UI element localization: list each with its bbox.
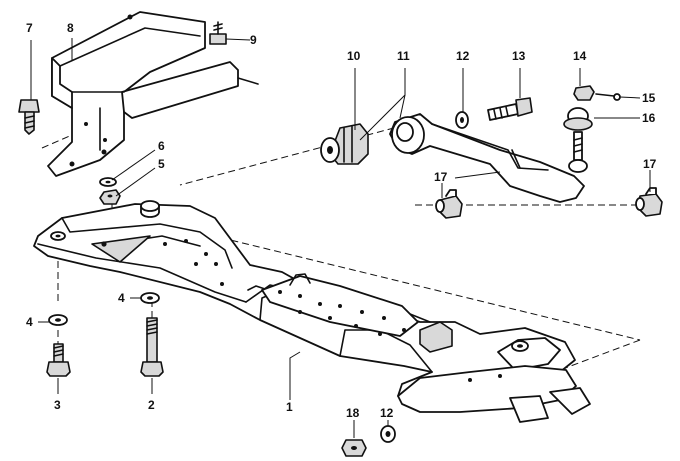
- callout-17-left: 17: [434, 170, 448, 184]
- mount-part-17-left: [435, 189, 463, 219]
- mount-part-17-right: [635, 187, 663, 217]
- callout-labels: 1 2 3 4 4 5 6 7 8 9 10 11 12 12 13 14 15…: [26, 21, 657, 420]
- callout-15: 15: [642, 91, 656, 105]
- bolt-part-13: [487, 97, 533, 121]
- callout-17-right: 17: [643, 157, 657, 171]
- callout-18: 18: [346, 406, 360, 420]
- nut-part-18: [341, 439, 367, 457]
- callout-2: 2: [148, 398, 155, 412]
- bolt-part-3: [46, 343, 71, 377]
- bolt-part-7: [18, 99, 40, 135]
- callout-5: 5: [158, 157, 165, 171]
- washer-part-4-right: [140, 292, 160, 304]
- callout-10: 10: [347, 49, 361, 63]
- callout-12-top: 12: [456, 49, 470, 63]
- bushing-part-10: [320, 123, 369, 165]
- callout-6: 6: [158, 139, 165, 153]
- axle-carrier-part-1: [33, 200, 591, 423]
- callout-7: 7: [26, 21, 33, 35]
- callout-4-left: 4: [26, 315, 33, 329]
- callout-4-right: 4: [118, 291, 125, 305]
- bolt-part-9: [209, 21, 227, 45]
- callout-9: 9: [250, 33, 257, 47]
- washer-part-4-left: [48, 314, 68, 326]
- cotter-pin-part-15: [595, 93, 621, 101]
- callout-14: 14: [573, 49, 587, 63]
- ball-joint-part-16: [563, 107, 593, 173]
- nut-part-5: [99, 189, 121, 205]
- callout-1: 1: [286, 400, 293, 414]
- callout-16: 16: [642, 111, 656, 125]
- callout-leader-lines: [30, 38, 651, 438]
- washer-part-12-bottom: [380, 425, 396, 443]
- nut-part-14: [573, 85, 595, 101]
- callout-12-bottom: 12: [380, 406, 394, 420]
- bolt-part-2: [140, 317, 164, 377]
- washer-part-12-top: [455, 111, 469, 129]
- callout-11: 11: [397, 49, 410, 63]
- bracket-plate-part-8: [47, 11, 259, 177]
- callout-13: 13: [512, 49, 526, 63]
- control-arm-part-11: [389, 113, 585, 203]
- callout-8: 8: [67, 21, 74, 35]
- callout-3: 3: [54, 398, 61, 412]
